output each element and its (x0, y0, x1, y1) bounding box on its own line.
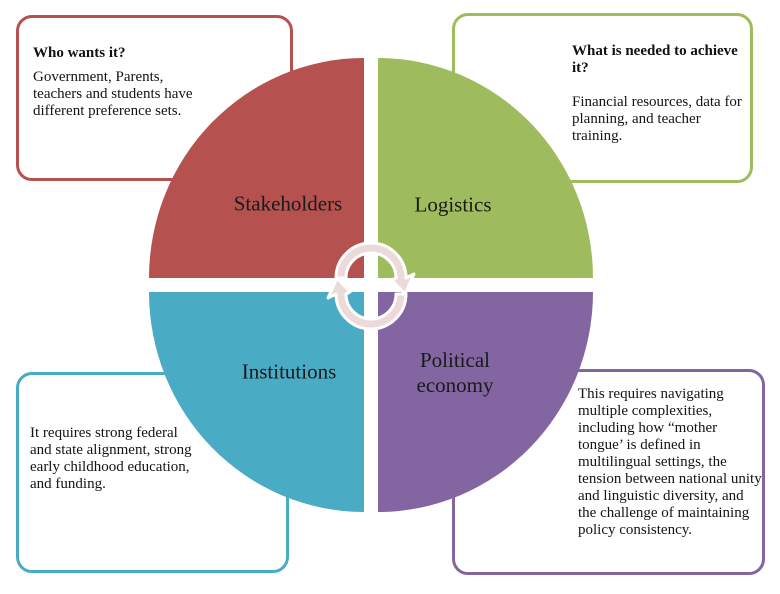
callout-political-economy-text: This requires navigating multiple comple… (578, 386, 764, 539)
callout-body: Financial resources, data for planning, … (572, 94, 742, 144)
quadrant-label-logistics: Logistics (414, 192, 492, 217)
quadrant-label-stakeholders: Stakeholders (233, 191, 343, 216)
cycle-arrows-icon (326, 241, 416, 331)
callout-body: It requires strong federal and state ali… (30, 425, 192, 492)
callout-institutions-text: It requires strong federal and state ali… (30, 425, 202, 493)
callout-heading: Who wants it? (33, 45, 126, 61)
callout-body: Government, Parents, teachers and studen… (33, 69, 193, 119)
quadrant-label-political-economy: Political economy (416, 348, 494, 397)
callout-heading: What is needed to achieve it? (572, 43, 738, 76)
callout-logistics-text: What is needed to achieve it? Financial … (572, 43, 742, 145)
quadrant-circle (149, 58, 593, 512)
callout-stakeholders-text: Who wants it? Government, Parents, teach… (33, 45, 205, 120)
callout-body: This requires navigating multiple comple… (578, 386, 762, 538)
quadrant-label-institutions: Institutions (241, 359, 337, 384)
